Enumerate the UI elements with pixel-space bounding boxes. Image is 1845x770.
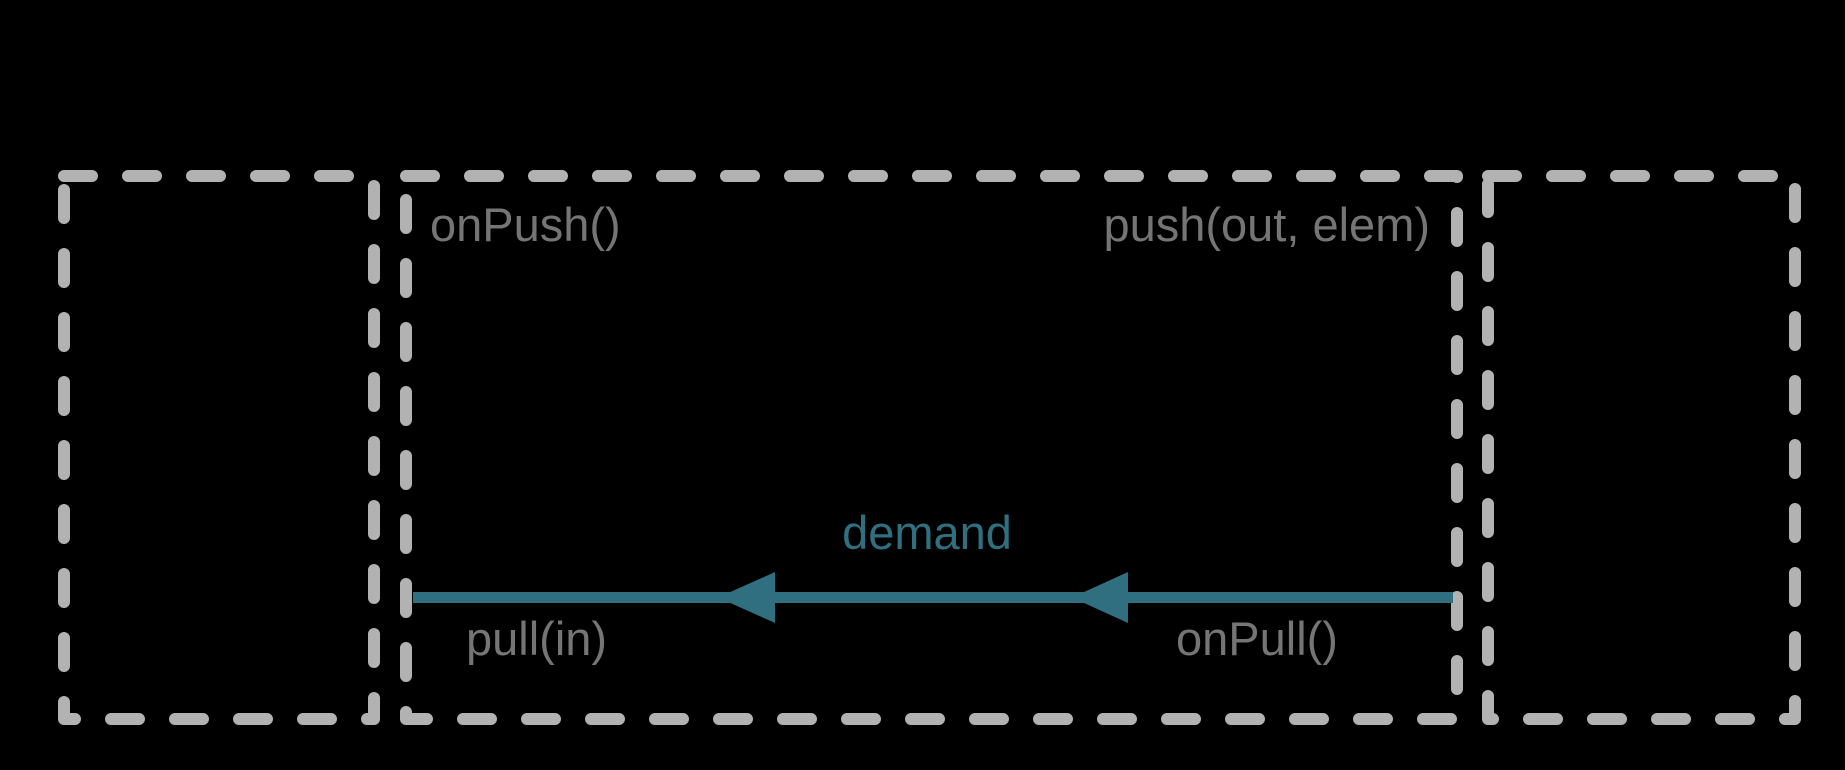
- demand-arrowhead-left-icon: [718, 572, 775, 623]
- on-pull-label: onPull(): [1176, 612, 1338, 665]
- pull-label: pull(in): [466, 612, 608, 665]
- stage-box: [400, 170, 1463, 725]
- demand-label: demand: [842, 506, 1012, 559]
- upstream-box: [58, 170, 380, 725]
- demand-arrowhead-right-icon: [1072, 572, 1128, 623]
- downstream-box: [1482, 170, 1801, 725]
- push-label: push(out, elem): [1103, 198, 1430, 251]
- on-push-label: onPush(): [430, 198, 621, 251]
